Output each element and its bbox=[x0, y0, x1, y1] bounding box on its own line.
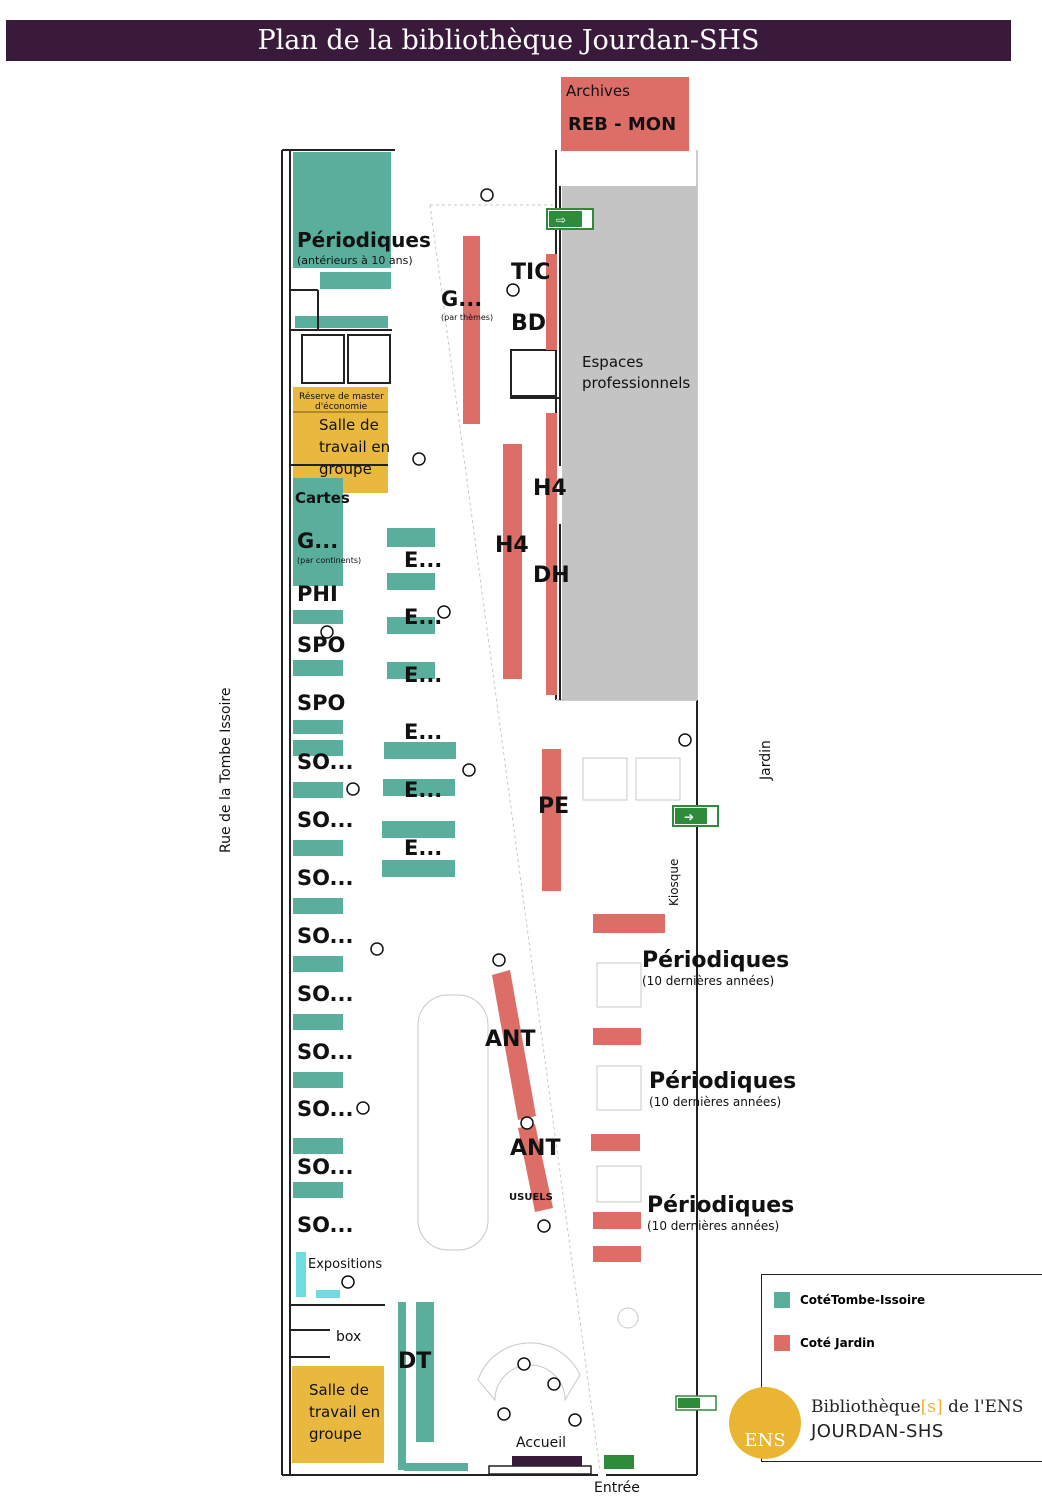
so-label: SO... bbox=[297, 750, 353, 774]
so-label: SO... bbox=[297, 982, 353, 1006]
street-left-label: Rue de la Tombe Issoire bbox=[218, 688, 234, 853]
espaces-label-2: professionnels bbox=[582, 374, 690, 392]
g-themes-label: G... bbox=[441, 287, 482, 311]
periodiques-1-sub: (10 dernières années) bbox=[642, 974, 774, 988]
e-label: E... bbox=[404, 778, 442, 802]
salle2-label-1: Salle de bbox=[309, 1381, 369, 1399]
shelf-labels: Périodiques (antérieurs à 10 ans) TIC G.… bbox=[295, 228, 796, 1374]
e-label: E... bbox=[404, 605, 442, 629]
cartes-label: Cartes bbox=[295, 489, 350, 507]
pe-label: PE bbox=[538, 794, 569, 819]
salle2-label-3: groupe bbox=[309, 1425, 362, 1443]
exit-sign-icon: ⇨ bbox=[546, 208, 594, 230]
so-label: SO... bbox=[297, 924, 353, 948]
exit-sign-icon bbox=[604, 1455, 634, 1469]
periodiques-1-label: Périodiques bbox=[642, 948, 789, 973]
h4-right-label: H4 bbox=[533, 476, 567, 501]
page-title: Plan de la bibliothèque Jourdan-SHS bbox=[6, 20, 1011, 61]
logo-line1-c: de l'ENS bbox=[942, 1397, 1024, 1417]
e-label: E... bbox=[404, 720, 442, 744]
svg-text:⇨: ⇨ bbox=[556, 213, 566, 227]
area-labels: Archives REB - MON Espaces professionnel… bbox=[218, 82, 774, 1496]
entree-label: Entrée bbox=[594, 1480, 640, 1496]
periodiques-3-label: Périodiques bbox=[647, 1193, 794, 1218]
exit-sign-icon bbox=[675, 1395, 717, 1411]
pillars bbox=[320, 188, 692, 1427]
furniture-outlines bbox=[417, 204, 681, 1471]
legend-swatch bbox=[774, 1292, 790, 1308]
legend-swatch bbox=[774, 1335, 790, 1351]
reserve-label-1: Réserve de master bbox=[299, 391, 384, 402]
so-label: SO... bbox=[297, 1040, 353, 1064]
legend-label: Coté Jardin bbox=[800, 1336, 875, 1350]
expositions-panel-1 bbox=[296, 1252, 306, 1297]
salle2-label-2: travail en bbox=[309, 1403, 380, 1421]
spo-label-1: SPO bbox=[297, 633, 345, 657]
e-label: E... bbox=[404, 548, 442, 572]
g-themes-sub: (par thèmes) bbox=[441, 312, 493, 322]
g-continents-label: G... bbox=[297, 529, 338, 553]
so-label: SO... bbox=[297, 808, 353, 832]
h4-left-label: H4 bbox=[495, 533, 529, 558]
spo-label-2: SPO bbox=[297, 691, 345, 715]
salle-travail-top bbox=[293, 387, 388, 493]
legend-item-jardin: Coté Jardin bbox=[774, 1335, 875, 1351]
so-label: SO... bbox=[297, 1213, 353, 1237]
tic-label: TIC bbox=[511, 260, 550, 285]
expositions-label: Expositions bbox=[308, 1257, 382, 1272]
ant-label-2: ANT bbox=[510, 1136, 560, 1161]
so-label: SO... bbox=[297, 866, 353, 890]
red-shelves bbox=[463, 236, 665, 1262]
espaces-label-1: Espaces bbox=[582, 353, 643, 371]
logo-line-1: Bibliothèque[s] de l'ENS bbox=[811, 1397, 1023, 1417]
periodiques-top-label: Périodiques bbox=[297, 228, 431, 252]
stairwell bbox=[301, 334, 557, 397]
ant-label-1: ANT bbox=[485, 1027, 535, 1052]
kiosque-label: Kiosque bbox=[667, 859, 681, 906]
archives-label: Archives bbox=[566, 82, 630, 100]
legend-label: CotéTombe-Issoire bbox=[800, 1293, 926, 1307]
salle-travail-bottom bbox=[292, 1366, 384, 1463]
phi-label: PHI bbox=[297, 582, 338, 606]
ens-seal-icon: ENS bbox=[729, 1387, 801, 1459]
periodiques-2-sub: (10 dernières années) bbox=[649, 1095, 781, 1109]
e-label: E... bbox=[404, 836, 442, 860]
salle1-label-2: travail en bbox=[319, 438, 390, 456]
salle1-label-1: Salle de bbox=[319, 416, 379, 434]
logo-circle-text: ENS bbox=[744, 1430, 786, 1451]
exit-sign-icon: ➔ bbox=[672, 805, 719, 827]
so-label: SO... bbox=[297, 1097, 353, 1121]
e-label: E... bbox=[404, 663, 442, 687]
reserve-label-2: d'économie bbox=[315, 401, 368, 412]
archives-block bbox=[561, 77, 689, 151]
espaces-professionnels-block bbox=[562, 186, 697, 700]
periodiques-3-sub: (10 dernières années) bbox=[647, 1219, 779, 1233]
periodiques-top-sub: (antérieurs à 10 ans) bbox=[297, 254, 413, 267]
reb-mon-label: REB - MON bbox=[568, 114, 676, 135]
svg-text:➔: ➔ bbox=[684, 810, 694, 824]
expositions-panel-2 bbox=[316, 1290, 340, 1298]
g-continents-sub: (par continents) bbox=[297, 556, 361, 565]
usuels-label: USUELS bbox=[509, 1192, 553, 1203]
entrance-doors bbox=[488, 1465, 592, 1475]
logo-line-2: JOURDAN-SHS bbox=[811, 1421, 944, 1442]
ens-logo: ENS Bibliothèque[s] de l'ENS JOURDAN-SHS bbox=[729, 1383, 1023, 1463]
accueil-desk bbox=[512, 1456, 582, 1467]
legend: CotéTombe-Issoire Coté Jardin bbox=[761, 1274, 1042, 1462]
dt-label: DT bbox=[398, 1349, 431, 1374]
dh-label: DH bbox=[533, 563, 570, 588]
so-label: SO... bbox=[297, 1155, 353, 1179]
street-right-label: Jardin bbox=[758, 740, 774, 781]
salle1-label-3: groupe bbox=[319, 460, 372, 478]
logo-line1-b: [s] bbox=[920, 1397, 943, 1417]
bd-label: BD bbox=[511, 311, 546, 336]
inner-walls bbox=[290, 186, 561, 1358]
box-label: box bbox=[336, 1329, 361, 1345]
legend-item-tombe-issoire: CotéTombe-Issoire bbox=[774, 1292, 925, 1308]
periodiques-2-label: Périodiques bbox=[649, 1069, 796, 1094]
accueil-label: Accueil bbox=[516, 1435, 566, 1451]
logo-line1-a: Bibliothèque bbox=[811, 1397, 921, 1417]
